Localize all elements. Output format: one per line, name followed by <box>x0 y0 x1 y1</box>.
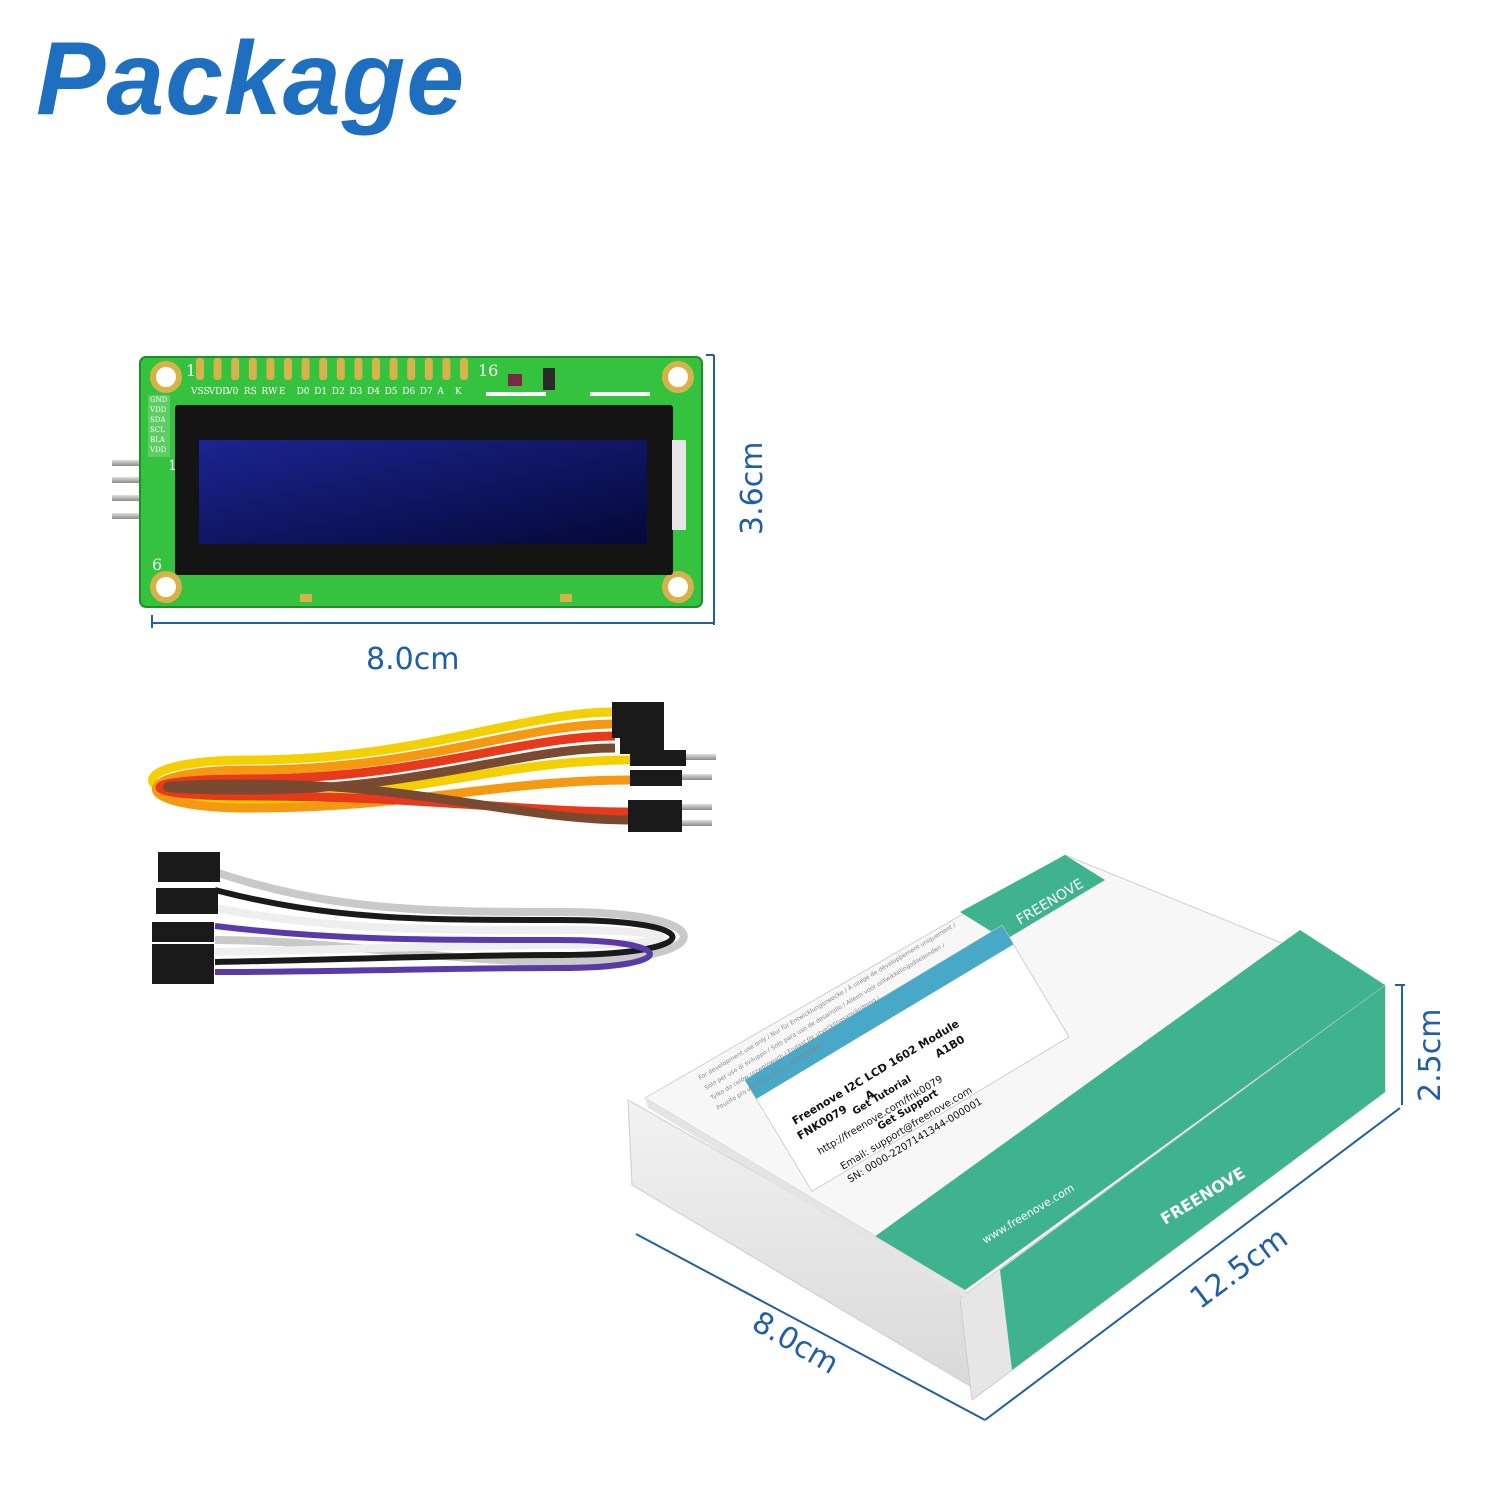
product-box <box>627 854 1387 1401</box>
pin-pad <box>336 358 345 380</box>
i2c-label: BLA <box>150 436 166 444</box>
pin-pad <box>196 358 204 380</box>
box-width-label: 8.0cm <box>746 1305 844 1382</box>
pin-pad <box>284 358 292 380</box>
pin-label: D3 <box>349 387 362 397</box>
pin-label: D2 <box>332 387 345 397</box>
mount-hole <box>662 571 694 603</box>
pin-pad <box>248 358 257 380</box>
pin-label: K <box>455 387 462 397</box>
pin-pad <box>266 358 275 380</box>
pin-pad <box>354 358 363 380</box>
i2c-label: SCL <box>150 426 165 434</box>
jumper-cable-female-male <box>148 702 716 832</box>
pin-label: D7 <box>420 387 433 397</box>
lcd-width-dimension <box>151 615 714 628</box>
i2c-labels: GND VDD SDA SCL BLA VDD <box>149 396 168 454</box>
pin-pad <box>424 358 433 380</box>
box-height-dimension <box>1395 984 1405 1105</box>
box-length-dimension <box>984 1107 1401 1421</box>
i2c-label: VDD <box>149 406 167 414</box>
ic-chip <box>508 374 522 386</box>
lcd-height-dimension <box>706 354 715 625</box>
pin-label: RS <box>244 387 257 397</box>
pin-pad <box>231 358 240 380</box>
pin-pad <box>407 358 416 380</box>
pin-pads <box>196 358 468 380</box>
marker-1: 1 <box>168 458 177 474</box>
pin-pad <box>213 358 222 380</box>
pin-pad <box>442 358 451 380</box>
mount-hole <box>150 361 182 393</box>
pin-pad <box>460 358 468 380</box>
box-width-dimension <box>635 1233 986 1421</box>
page-title: Package <box>36 21 466 137</box>
pin-label: RW <box>261 387 278 397</box>
pin-number-end: 16 <box>478 361 498 380</box>
jumper-cable-female-female <box>152 852 688 984</box>
lcd-height-label: 3.6cm <box>735 442 770 535</box>
backlight-tab <box>672 440 686 530</box>
pin-label: D1 <box>314 387 327 397</box>
pin-label: VSS <box>190 387 210 397</box>
lcd-width-label: 8.0cm <box>366 642 460 677</box>
pin-pad <box>319 358 328 380</box>
lcd-screen <box>199 440 647 544</box>
pin-label: A <box>436 387 444 397</box>
pin-pad <box>389 358 398 380</box>
box-label <box>744 924 1070 1193</box>
mount-hole <box>150 571 182 603</box>
i2c-label: VDD <box>149 446 167 454</box>
box-length-label: 12.5cm <box>1184 1221 1295 1317</box>
ic-chip <box>543 368 555 390</box>
pin-pad <box>301 358 310 380</box>
pin-label: D4 <box>367 387 380 397</box>
i2c-label: SDA <box>150 416 166 424</box>
pin-pad <box>372 358 380 380</box>
pin-label: E <box>279 387 286 397</box>
mount-hole <box>662 361 694 393</box>
pin-label: VDD <box>208 387 230 397</box>
pin-label: V0 <box>225 387 238 397</box>
marker-6: 6 <box>152 555 162 574</box>
pin-label: D0 <box>297 387 310 397</box>
box-height-label: 2.5cm <box>1413 1009 1448 1102</box>
pin-number-start: 1 <box>186 361 196 380</box>
i2c-label: GND <box>150 396 168 404</box>
pin-label: D6 <box>402 387 415 397</box>
pin-label: D5 <box>385 387 398 397</box>
